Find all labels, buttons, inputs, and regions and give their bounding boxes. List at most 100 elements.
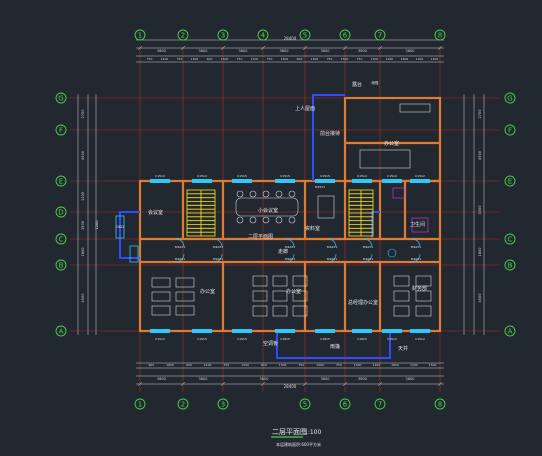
axis-bubble: A [55, 325, 67, 337]
axis-bubble-label: 6 [343, 32, 348, 40]
axis-bubble: B [504, 259, 516, 271]
desk [175, 305, 195, 316]
room-label: 财务部 [412, 285, 427, 292]
top-window-dimension: 750 [237, 57, 243, 61]
axis-bubble-label: C [508, 236, 513, 244]
meeting-table [235, 197, 299, 217]
desk [272, 275, 288, 287]
drawing-subtitle: 本层建筑面积:600平方米 [276, 441, 321, 447]
right-bay-dimension: 2700 [478, 110, 482, 119]
desk [252, 275, 268, 287]
axis-bubble-label: 5 [303, 401, 307, 409]
dimension-tick [342, 381, 348, 387]
axis-bubble-label: 7 [378, 32, 382, 40]
desk [415, 305, 432, 317]
axis-bubble-circle [434, 398, 446, 410]
window-tag: C1512 [155, 174, 165, 178]
room-label: 露台 [352, 81, 362, 88]
desk [393, 275, 410, 287]
top-window-dimension: 600 [297, 57, 303, 61]
misc-tag: M1521 [315, 185, 325, 189]
top-bay-dimension: 3600 [157, 49, 166, 53]
bottom-window-dimension: 750 [336, 363, 342, 367]
top-window-dimension: 1500 [221, 57, 229, 61]
chair [288, 190, 296, 198]
left-bay-dimension: 2700 [81, 110, 85, 119]
wc-fixture [411, 217, 429, 233]
canopy-outline [276, 331, 391, 359]
room-label: 办公室 [286, 288, 301, 295]
window-tag: C1515 [237, 174, 247, 178]
door-swing [327, 238, 337, 248]
door-swing [327, 253, 337, 263]
top-bay-dimension: 3600 [358, 49, 367, 53]
top-window-dimension: 1500 [311, 57, 319, 61]
door-tag: M1021 [175, 257, 185, 261]
room-label: 小会议室 [258, 207, 278, 214]
door-swing [411, 253, 421, 263]
axis-bubble-label: 1 [138, 401, 142, 409]
bottom-window-dimension: 1500 [279, 363, 287, 367]
axis-bubble: 7 [374, 29, 386, 41]
door-swing [285, 238, 295, 248]
axis-bubble: 5 [299, 398, 311, 410]
room-label: 天井 [398, 345, 408, 352]
window-tag: C1815 [357, 337, 367, 341]
stair [348, 189, 374, 237]
door-tag: M1021 [285, 245, 295, 249]
door-tag: M1021 [411, 257, 421, 261]
chair [249, 216, 257, 224]
axis-bubble: 2 [177, 29, 189, 41]
axis-bubble: 1 [134, 398, 146, 410]
axis-bubble-label: 8 [438, 32, 442, 40]
axis-bubble-label: A [59, 328, 64, 336]
furniture [151, 103, 432, 317]
bottom-bay-dimension: 3600 [321, 377, 330, 381]
axis-bubble: 7 [374, 398, 386, 410]
window-mark [315, 329, 335, 333]
door-swing [213, 238, 223, 248]
axis-bubble-circle [339, 29, 351, 41]
left-bay-dimension: 1800 [81, 248, 85, 257]
window-mark [275, 329, 295, 333]
right-bay-dimension: 3300 [478, 206, 482, 215]
top-bay-dimension: 3600 [406, 49, 415, 53]
axis-bubble-circle [55, 124, 67, 136]
axis-bubble-label: B [59, 262, 64, 270]
dimension-tick [220, 45, 226, 51]
axis-bubble-label: G [58, 95, 63, 103]
room-label: 资料室 [305, 225, 320, 232]
top-window-dimension: 750 [327, 57, 333, 61]
room-label: 二层平面图 [248, 234, 273, 240]
axis-bubble: G [504, 92, 516, 104]
top-bay-dimension: 3600 [199, 49, 208, 53]
bottom-window-dimension: 1800 [391, 363, 399, 367]
axis-bubble-circle [299, 29, 311, 41]
desk [292, 275, 308, 287]
window-mark [192, 179, 212, 183]
top-window-dimension: 1500 [341, 57, 349, 61]
top-window-dimension: 1200 [416, 57, 424, 61]
door-tag: M1021 [213, 257, 223, 261]
axis-bubble-label: 3 [221, 32, 225, 40]
axis-bubble: 2 [177, 398, 189, 410]
axis-bubble: 1 [134, 29, 146, 41]
window-tag: C1515 [280, 174, 290, 178]
room-label: 前台接待 [320, 130, 340, 137]
door-swing [213, 253, 223, 263]
misc-tag: 1200 [95, 221, 99, 230]
axis-bubble: B [55, 259, 67, 271]
window-tag: C1515 [320, 174, 330, 178]
bottom-window-dimension: 1500 [316, 363, 324, 367]
axis-bubble: 8 [434, 398, 446, 410]
axis-bubble-circle [339, 398, 351, 410]
room-label: 走廊 [278, 248, 288, 255]
dimension-tick [137, 381, 143, 387]
bottom-window-dimension: 1200 [373, 363, 381, 367]
axis-bubble-circle [217, 29, 229, 41]
bottom-window-dimension: 750 [224, 363, 230, 367]
wc-outline [371, 211, 380, 238]
right-bay-dimension: 4500 [478, 151, 482, 160]
